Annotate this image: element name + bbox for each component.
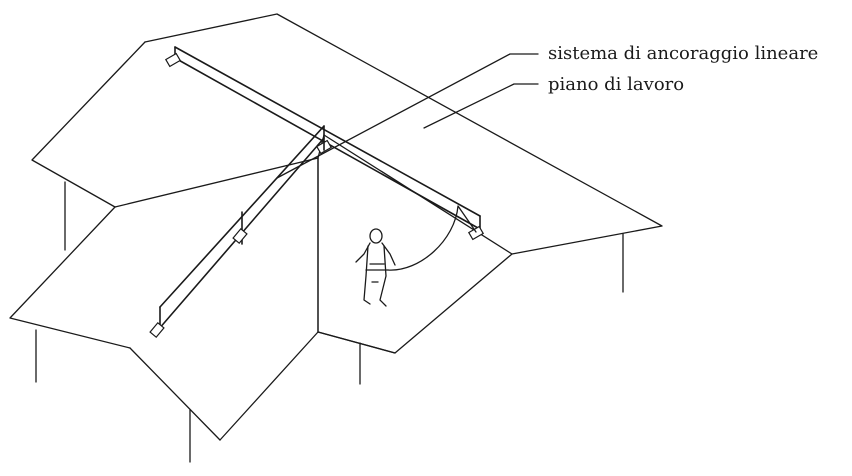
work-plane-label: piano di lavoro [548,74,685,95]
ridge-lifeline [164,46,485,241]
worker-figure [355,205,477,307]
leader-lines [276,53,539,179]
anchor-system-label: sistema di ancoraggio lineare [548,43,819,64]
left-wing-roof [9,157,396,441]
work-plane-slope [317,134,513,354]
main-roof [31,13,663,255]
anchor-bracket [232,227,248,245]
walls [35,181,624,463]
anchor-bracket [149,321,165,339]
anchor-bracket [164,52,182,68]
wing-lifeline [149,125,325,339]
